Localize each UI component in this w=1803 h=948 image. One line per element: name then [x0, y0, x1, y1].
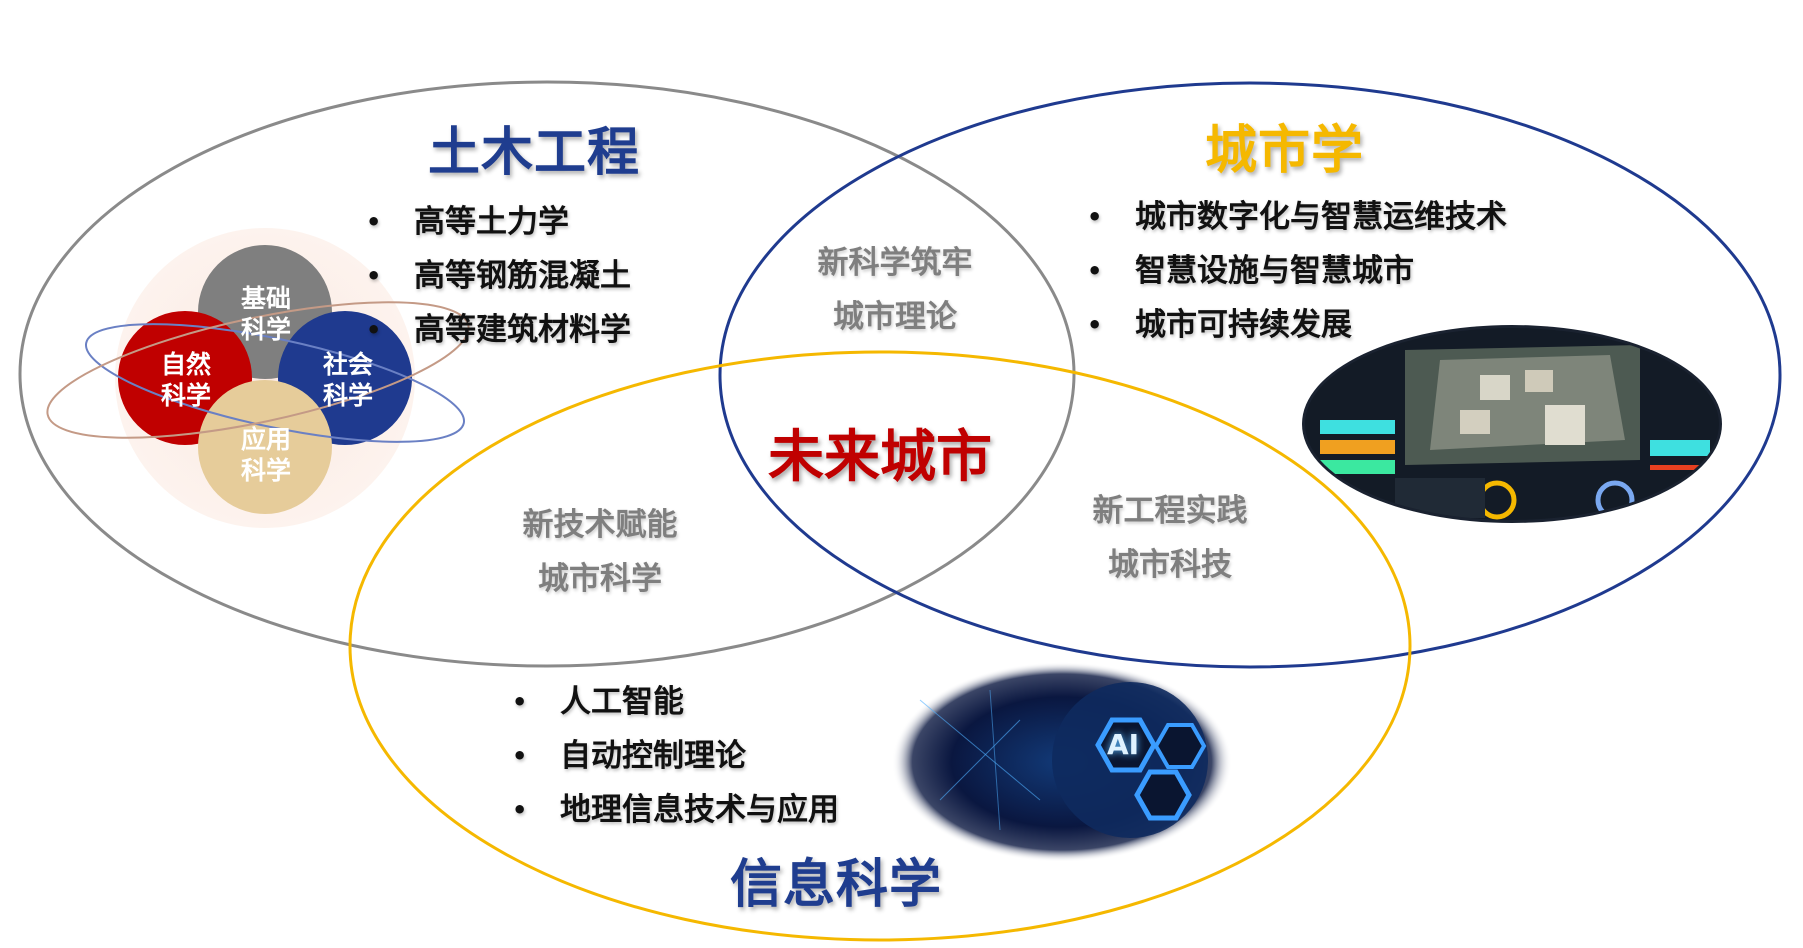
- overlap-civil-info-line2: 城市科学: [538, 561, 662, 597]
- future-city-center-label: 未来城市: [768, 425, 992, 490]
- list-item: 城市可持续发展: [1087, 298, 1507, 352]
- list-item: 城市数字化与智慧运维技术: [1087, 190, 1507, 244]
- natural-science-label: 自然 科学: [151, 349, 221, 411]
- overlap-civil-urban-line2: 城市理论: [833, 299, 957, 335]
- overlap-civil-info-line1: 新技术赋能: [522, 507, 678, 543]
- list-item: 智慧设施与智慧城市: [1087, 244, 1507, 298]
- overlap-civil-urban-line1: 新科学筑牢: [817, 245, 973, 281]
- list-item: 高等建筑材料学: [366, 303, 631, 357]
- urban-studies-ellipse: [718, 81, 1782, 669]
- social-science-line1: 社会: [322, 350, 373, 379]
- civil-engineering-course-list: 高等土力学 高等钢筋混凝土 高等建筑材料学: [366, 195, 631, 357]
- smart-city-dashboard-image: [1302, 325, 1722, 523]
- list-item: 地理信息技术与应用: [512, 783, 839, 837]
- applied-science-line1: 应用: [240, 425, 291, 454]
- natural-science-line2: 科学: [160, 381, 211, 410]
- information-science-course-list: 人工智能 自动控制理论 地理信息技术与应用: [512, 675, 839, 837]
- social-science-line2: 科学: [322, 381, 373, 410]
- overlap-urban-info-line2: 城市科技: [1108, 547, 1232, 583]
- civil-engineering-ellipse: [18, 80, 1076, 668]
- applied-science-line2: 科学: [240, 456, 291, 485]
- list-item: 高等钢筋混凝土: [366, 249, 631, 303]
- ai-label: AI: [1107, 728, 1140, 761]
- applied-science-label: 应用 科学: [231, 424, 301, 486]
- urban-studies-title: 城市学: [1205, 121, 1365, 181]
- overlap-urban-info-label: 新工程实践 城市科技: [1070, 484, 1270, 592]
- social-science-label: 社会 科学: [313, 349, 383, 411]
- ai-sphere-image: [892, 662, 1232, 862]
- overlap-civil-info-label: 新技术赋能 城市科学: [500, 498, 700, 606]
- urban-studies-course-list: 城市数字化与智慧运维技术 智慧设施与智慧城市 城市可持续发展: [1087, 190, 1507, 352]
- information-science-title: 信息科学: [730, 855, 943, 915]
- overlap-civil-urban-label: 新科学筑牢 城市理论: [795, 236, 995, 344]
- list-item: 高等土力学: [366, 195, 631, 249]
- list-item: 人工智能: [512, 675, 839, 729]
- information-science-ellipse: [348, 350, 1412, 942]
- basic-science-label: 基础 科学: [231, 283, 301, 345]
- basic-science-line2: 科学: [240, 315, 291, 344]
- natural-science-line1: 自然: [160, 350, 211, 379]
- overlap-urban-info-line1: 新工程实践: [1092, 493, 1248, 529]
- basic-science-line1: 基础: [240, 284, 291, 313]
- list-item: 自动控制理论: [512, 729, 839, 783]
- civil-engineering-title: 土木工程: [428, 123, 641, 183]
